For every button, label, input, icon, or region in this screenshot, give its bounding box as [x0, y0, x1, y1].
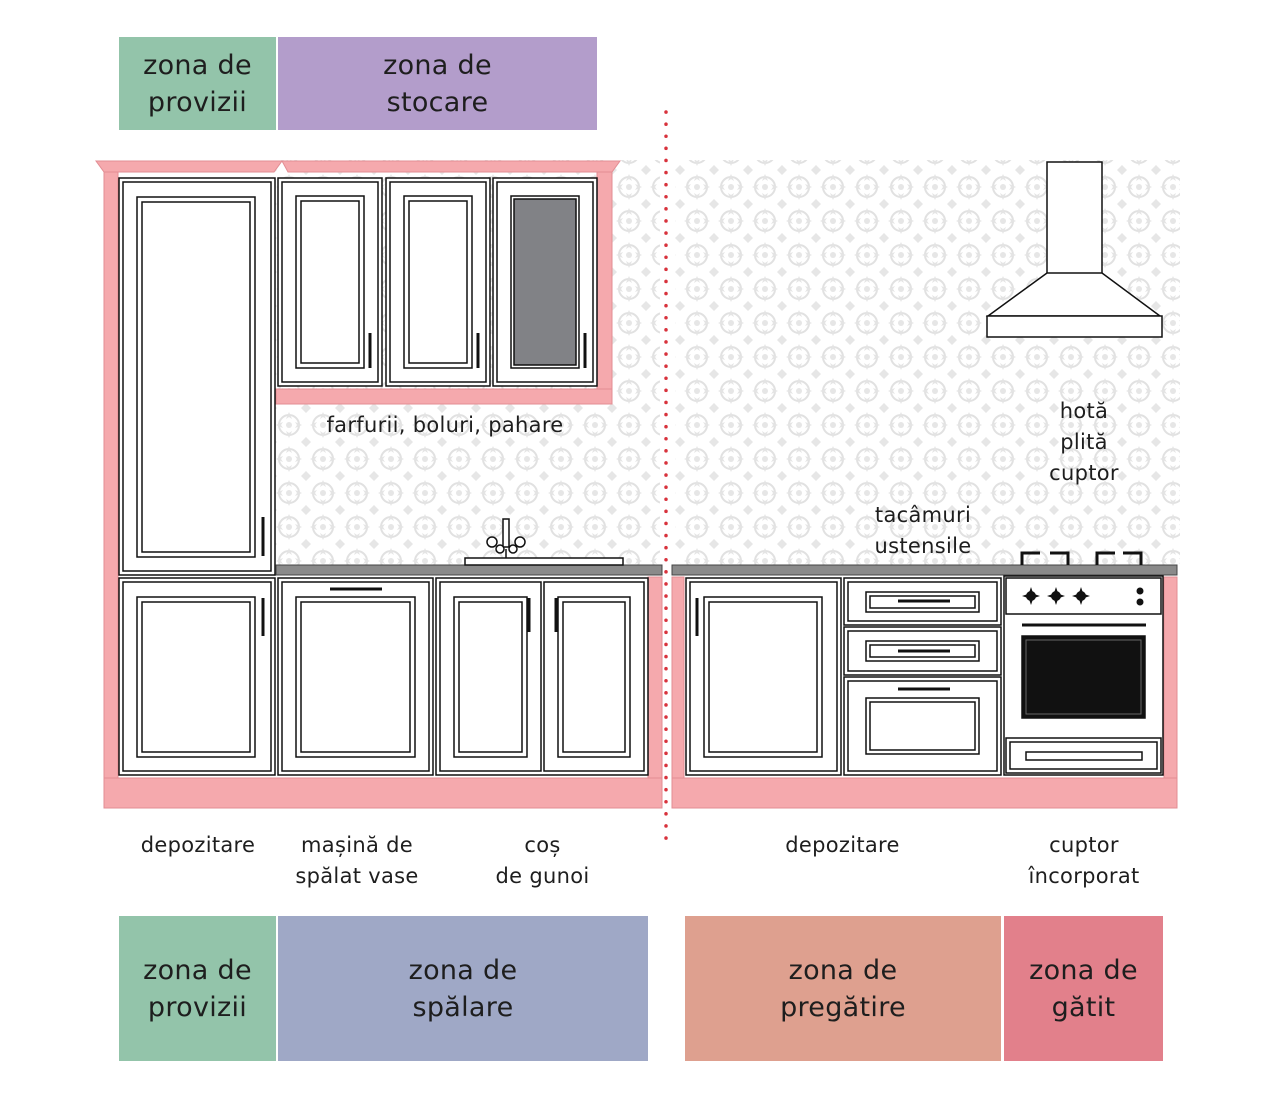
- base-cabinets-left: [118, 577, 649, 776]
- label-base-trash: coș de gunoi: [495, 833, 590, 888]
- oven: [1003, 575, 1164, 776]
- zone-spalare: zona de spălare: [278, 916, 648, 1061]
- label-base-dishwasher: mașină de spălat vase: [295, 833, 419, 888]
- tall-pantry-cabinet: [118, 177, 276, 576]
- zone-provizii-bottom: zona de provizii: [119, 916, 276, 1061]
- pink-frames: [95, 160, 1178, 809]
- label-cooking-appliances: hotă plită cuptor: [1049, 399, 1119, 485]
- base-cabinets-right: [685, 577, 1002, 776]
- countertop-left: [275, 564, 663, 576]
- zone-gatit: zona de gătit: [1004, 916, 1163, 1061]
- range-hood: [985, 161, 1163, 338]
- label-base-pantry-storage: depozitare: [140, 833, 256, 857]
- zone-stocare-top: zona de stocare: [278, 37, 597, 130]
- zone-pregatire: zona de pregătire: [685, 916, 1001, 1061]
- label-base-built-in-oven: cuptor încorporat: [1028, 833, 1140, 888]
- cooktop-burners: [1020, 551, 1143, 565]
- upper-cabinets: [277, 177, 598, 387]
- countertop-right: [671, 564, 1178, 576]
- label-base-prep-storage: depozitare: [785, 833, 900, 857]
- sink-faucet: [464, 518, 624, 566]
- label-upper-cabinets: farfurii, boluri, pahare: [326, 413, 564, 437]
- label-drawers-utensils: tacâmuri ustensile: [874, 503, 972, 558]
- zone-provizii-top: zona de provizii: [119, 37, 276, 130]
